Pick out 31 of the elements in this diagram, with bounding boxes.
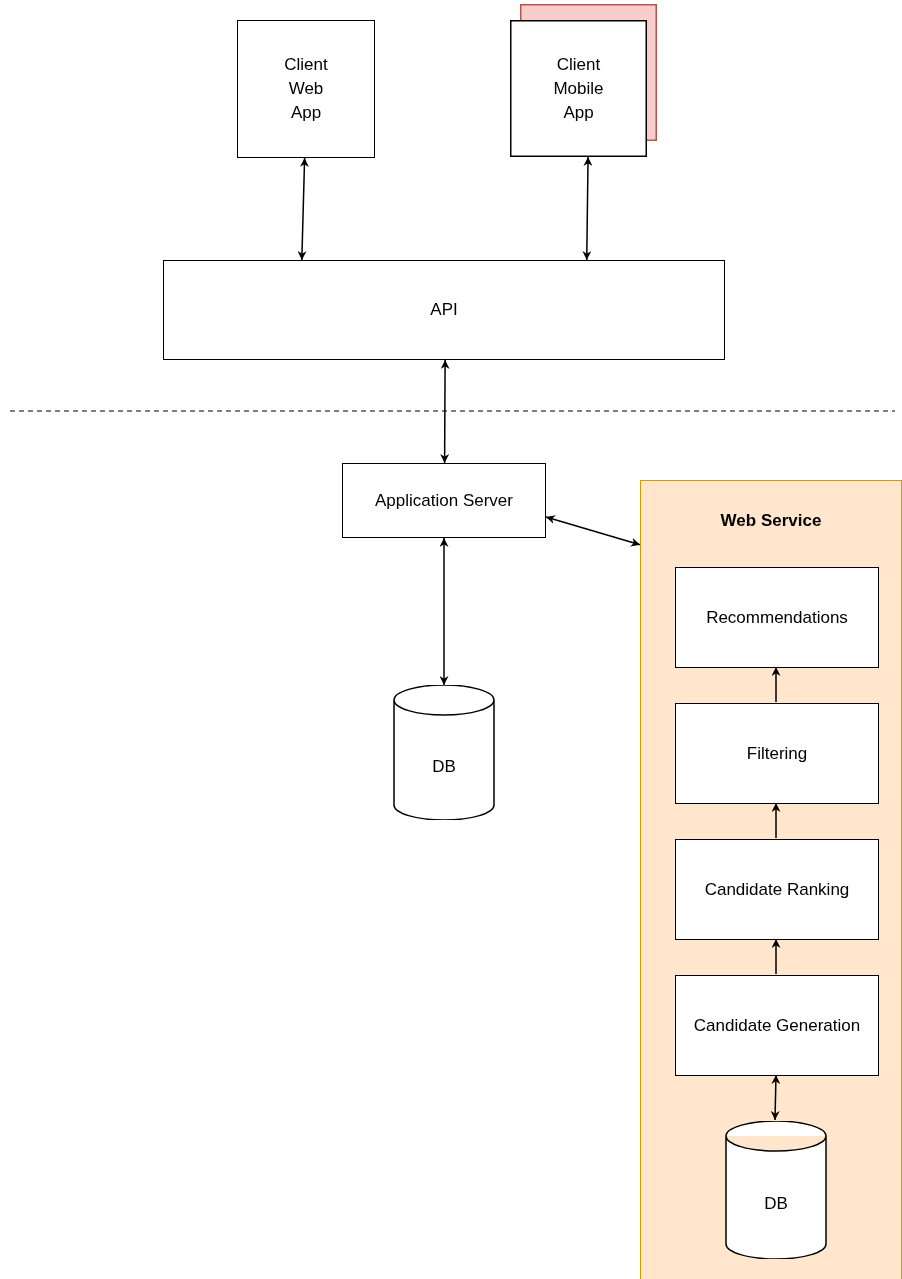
- connector-arrow: [771, 802, 781, 839]
- process-box: [675, 975, 879, 1076]
- stacked-card-box: [510, 4, 657, 157]
- database-cylinder: [725, 1121, 827, 1259]
- process-box: [342, 463, 546, 538]
- process-box: [237, 20, 375, 158]
- connector-arrow: [770, 1074, 781, 1121]
- node-label: Recommendations: [706, 606, 848, 629]
- process-box: [675, 703, 879, 804]
- node-label: Filtering: [746, 742, 808, 765]
- panel-heading: Web Service: [719, 510, 823, 532]
- node-label: Candidate Generation: [693, 1014, 861, 1037]
- database-cylinder: [393, 685, 495, 820]
- connector-arrow: [545, 515, 641, 547]
- connector-arrow: [771, 938, 781, 975]
- process-box: [163, 260, 725, 360]
- connector-arrow: [440, 359, 450, 464]
- node-label: DB: [432, 755, 456, 778]
- process-box: [675, 839, 879, 940]
- connector-arrow: [439, 537, 449, 686]
- node-label: DB: [764, 1193, 788, 1215]
- node-label: Client Mobile App: [552, 53, 605, 124]
- service-panel: [640, 480, 902, 1279]
- node-label: Candidate Ranking: [704, 878, 850, 901]
- node-label: Client Web App: [283, 54, 329, 124]
- node-label: Application Server: [375, 489, 513, 512]
- connector-arrow: [582, 156, 593, 261]
- process-box: [675, 567, 879, 668]
- connector-arrow: [771, 666, 781, 703]
- node-label: API: [430, 299, 458, 321]
- connector-arrow: [297, 157, 309, 261]
